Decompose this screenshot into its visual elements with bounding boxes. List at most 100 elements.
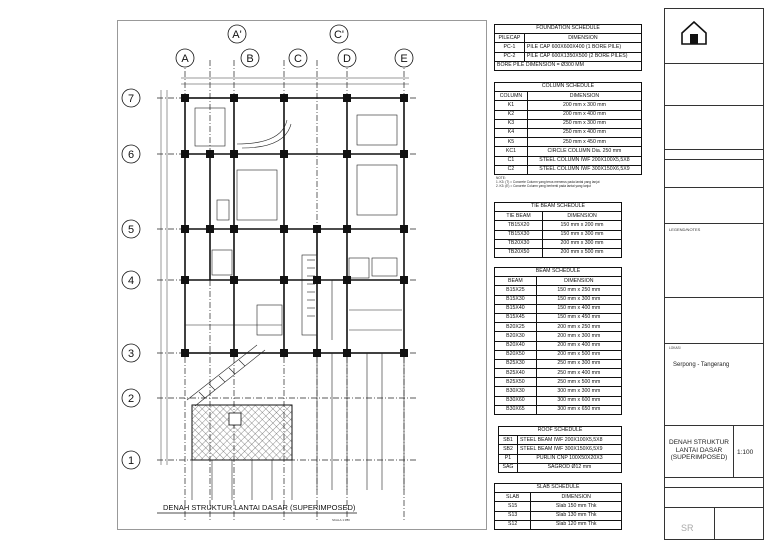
cell: 150 mm x 200 mm — [542, 220, 622, 231]
col-header: BEAM — [494, 276, 537, 287]
lokasi-label: LOKASI — [669, 346, 681, 350]
cell: K4 — [494, 127, 528, 139]
col-header: DIMENSION — [523, 33, 643, 44]
cell: B30X30 — [494, 386, 537, 397]
cell: S15 — [493, 501, 532, 512]
cell: KC1 — [494, 146, 528, 157]
cell: B25X50 — [494, 377, 537, 388]
grid-col-label: C' — [334, 29, 344, 41]
cell: B15X25 — [494, 285, 537, 296]
cell: B25X40 — [494, 368, 537, 379]
col-header: DIMENSION — [526, 91, 643, 102]
cell: 300 mm x 600 mm — [535, 395, 623, 406]
col-header: SLAB — [493, 492, 532, 503]
cell: 250 mm x 300 mm — [535, 358, 623, 370]
cell: K3 — [494, 118, 528, 129]
cell: SB1 — [498, 435, 518, 446]
cell: B20X40 — [494, 340, 537, 351]
cell: PC-2 — [494, 51, 525, 62]
cell: Slab 120 mm Thk — [530, 519, 622, 530]
cell: 150 mm x 400 mm — [535, 303, 623, 314]
cell: TB15X30 — [493, 229, 544, 240]
cell: B25X30 — [494, 358, 537, 370]
legend-label: LEGEND/NOTES — [669, 227, 701, 232]
cell: TB20X30 — [493, 238, 544, 249]
cell: B30X65 — [494, 404, 537, 416]
cell: Slab 150 mm Thk — [530, 501, 622, 512]
grid-col-label: E — [400, 53, 407, 65]
column-notes: NOTE: 1. K3: (T) = Concrete Column yang … — [496, 176, 600, 188]
cell: B15X30 — [494, 294, 537, 305]
cell: 300 mm x 650 mm — [535, 404, 623, 416]
title-block: LEGEND/NOTES LOKASI Serpong - Tangerang … — [664, 8, 764, 540]
cell: 200 mm x 400 mm — [526, 109, 643, 120]
grid-row-label: 7 — [128, 93, 134, 105]
cell: CIRCLE COLUMN Dia. 250 mm — [526, 146, 643, 157]
col-header: DIMENSION — [535, 276, 623, 287]
cell: 200 mm x 300 mm — [526, 100, 643, 111]
cell: PILE CAP 600X600X400 (1 BORE PILE) — [523, 42, 643, 53]
col-header: COLUMN — [494, 91, 528, 102]
grid-col-label: D — [343, 53, 351, 65]
cell: PC-1 — [494, 42, 525, 53]
cell: 250 mm x 400 mm — [535, 368, 623, 379]
cell: P1 — [498, 453, 518, 464]
cell: TB15X20 — [493, 220, 544, 231]
schedule-title: FOUNDATION SCHEDULE — [494, 23, 642, 35]
cell: 150 mm x 300 mm — [542, 229, 622, 240]
cell: 250 mm x 300 mm — [526, 118, 643, 129]
col-header: DIMENSION — [530, 492, 622, 503]
cell: 200 mm x 250 mm — [535, 322, 623, 333]
cell: B30X60 — [494, 395, 537, 406]
grid-row-label: 4 — [128, 275, 134, 287]
cell: 200 mm x 300 mm — [535, 331, 623, 342]
cell: SAGROD Ø12 mm — [516, 462, 623, 473]
grid-col-label: C — [294, 53, 302, 65]
structural-plan: A A' B C C' D E 7 6 5 4 3 2 1 DENAH STRU… — [121, 24, 417, 522]
cell: K2 — [494, 109, 528, 120]
grid-col-label: A' — [232, 29, 241, 41]
cell: 250 mm x 450 mm — [526, 137, 643, 148]
cell: S13 — [493, 510, 532, 521]
cell: STEEL COLUMN IWF 200X100X5,5X8 — [526, 155, 643, 166]
grid-col-label: B — [246, 53, 253, 65]
cell: STEEL BEAM IWF 300X150X6,5X9 — [516, 444, 623, 455]
drawing-scale: 1:100 — [737, 449, 754, 456]
schedule-title: ROOF SCHEDULE — [498, 425, 622, 437]
cell: 200 mm x 400 mm — [535, 340, 623, 351]
cell: 200 mm x 300 mm — [542, 238, 622, 249]
cell: TB20X50 — [493, 247, 544, 259]
schedule-title: COLUMN SCHEDULE — [494, 81, 642, 93]
cell: K5 — [494, 137, 528, 148]
cell: 200 mm x 500 mm — [542, 247, 622, 259]
schedule-title: BEAM SCHEDULE — [494, 266, 622, 278]
cell: B15X40 — [494, 303, 537, 314]
col-header: TIE BEAM — [493, 211, 544, 222]
grid-col-label: A — [181, 53, 189, 65]
cell: S12 — [493, 519, 532, 530]
grid-row-label: 3 — [128, 348, 134, 360]
cell: B15X45 — [494, 312, 537, 324]
col-header: DIMENSION — [542, 211, 622, 222]
location-text: Serpong - Tangerang — [673, 362, 730, 368]
grid-row-label: 5 — [128, 224, 134, 236]
cell: SB2 — [498, 444, 518, 455]
cell: BORE PILE DIMENSION = Ø300 MM — [494, 60, 642, 71]
col-header: PILECAP — [494, 33, 525, 44]
cell: 250 mm x 500 mm — [535, 377, 623, 388]
plan-scale: SKALA 1:100 — [332, 518, 350, 522]
cell: C1 — [494, 155, 528, 166]
cell: B20X25 — [494, 322, 537, 333]
plan-frame — [117, 20, 487, 530]
cell: B20X30 — [494, 331, 537, 342]
schedule-title: TIE BEAM SCHEDULE — [494, 201, 622, 213]
cell: B20X50 — [494, 349, 537, 360]
cell: 200 mm x 500 mm — [535, 349, 623, 360]
drawing-title: DENAH STRUKTUR LANTAI DASAR (SUPERIMPOSE… — [669, 439, 729, 461]
cell: 150 mm x 450 mm — [535, 312, 623, 324]
cell: STEEL COLUMN IWF 300X150X6,5X9 — [526, 164, 643, 175]
